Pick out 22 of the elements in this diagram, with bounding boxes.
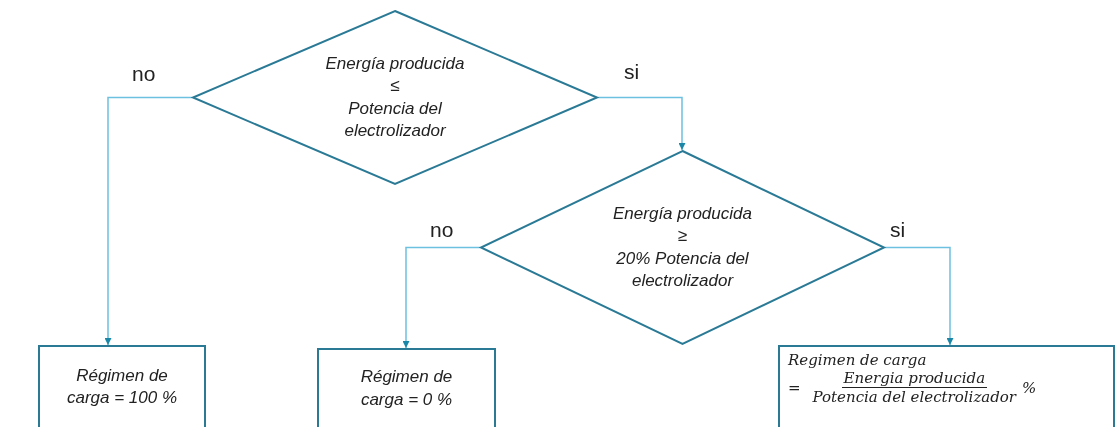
condition-text: ≤	[390, 75, 400, 98]
formula-text: %	[1022, 378, 1037, 397]
condition-text: Energía producida	[325, 53, 465, 76]
result-text: Régimen de carga = 100 %	[65, 364, 179, 409]
condition-text: Energía producida	[613, 203, 752, 226]
arrow	[884, 246, 954, 346]
condition-text: 20% Potencia del electrolizador	[615, 247, 750, 292]
condition-text: Potencia del electrolizador	[343, 97, 447, 142]
arrow	[104, 96, 193, 346]
process-box	[778, 345, 1115, 427]
process-box	[317, 348, 496, 427]
arrow	[402, 246, 481, 349]
formula-text: Energia producida	[841, 369, 988, 388]
formula-text: Regimen de carga	[788, 351, 927, 369]
decision-diamond	[480, 150, 885, 345]
formula-text: =	[788, 378, 801, 397]
formula-text: Potencia del electrolizador	[812, 388, 1017, 406]
result-text: Régimen de carga = 0 %	[359, 366, 454, 411]
condition-text: ≥	[677, 225, 688, 248]
decision-diamond	[192, 10, 598, 185]
arrow	[597, 96, 686, 151]
process-box	[38, 345, 206, 427]
